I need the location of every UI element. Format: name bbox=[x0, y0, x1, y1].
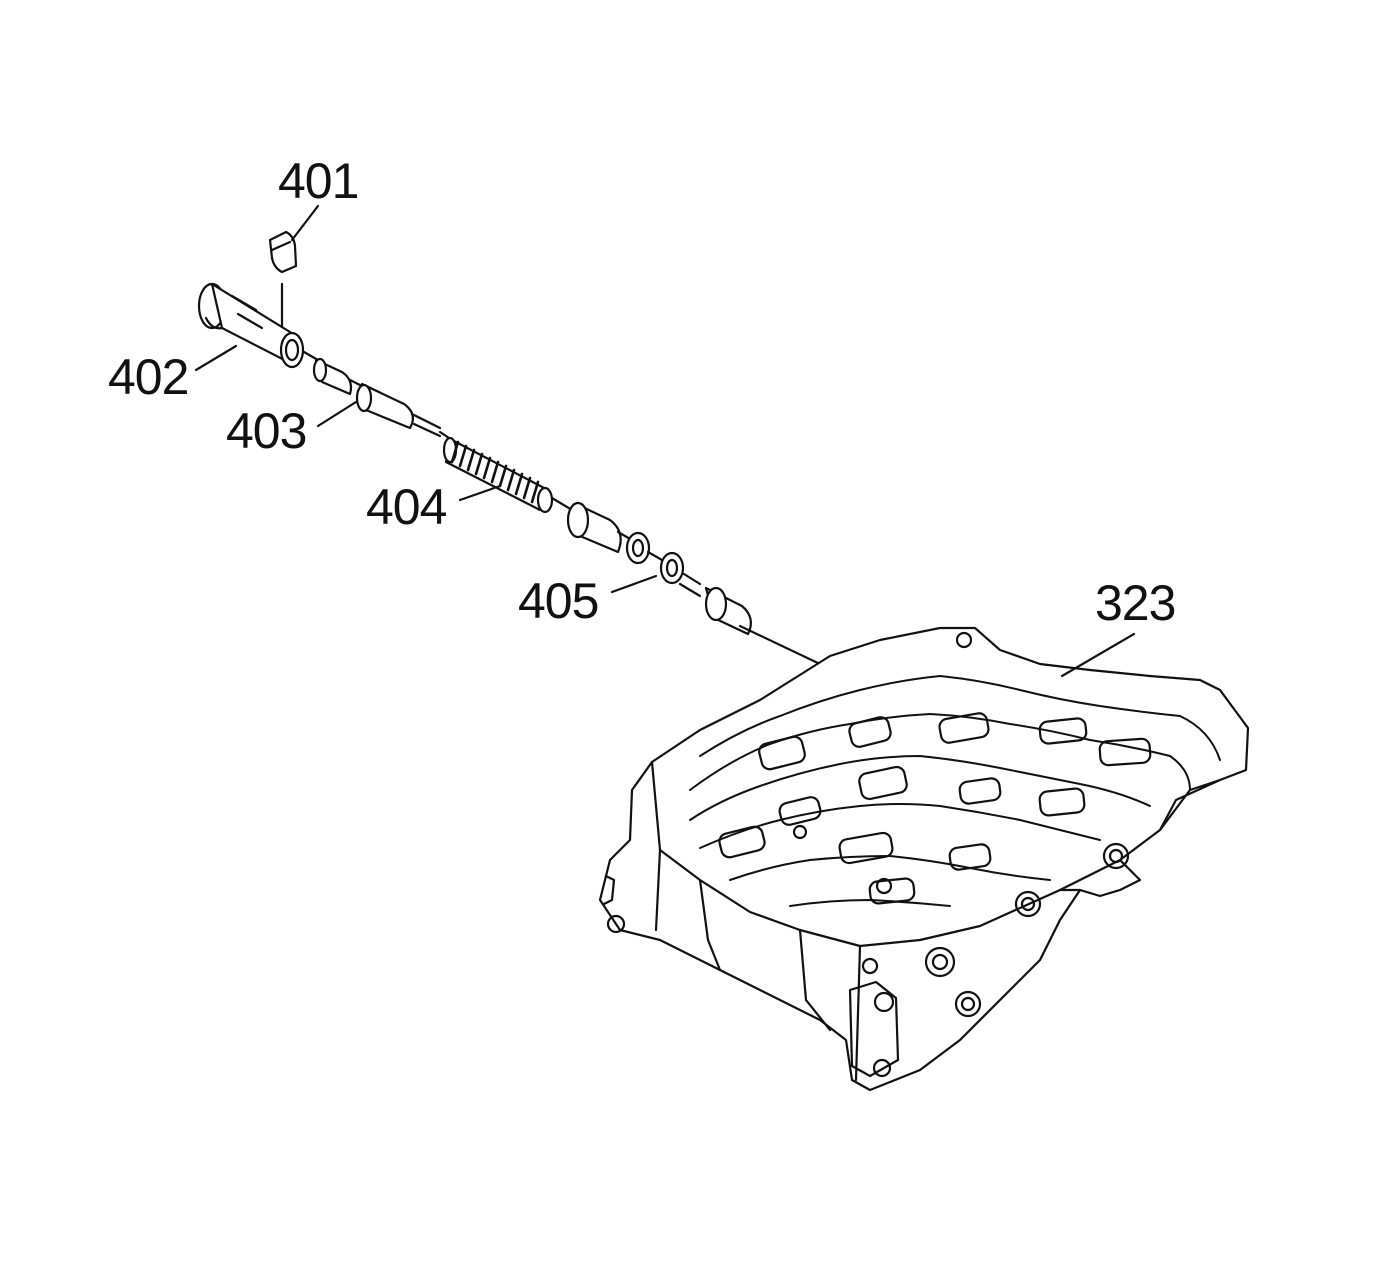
axis-line bbox=[550, 496, 574, 512]
callout-401: 401 bbox=[278, 153, 359, 209]
axis-line bbox=[302, 350, 320, 362]
leader-404 bbox=[458, 484, 502, 502]
callout-403: 403 bbox=[226, 403, 307, 459]
axis-line bbox=[738, 624, 822, 666]
part-404-spring bbox=[442, 436, 554, 514]
leader-323 bbox=[1060, 632, 1136, 678]
part-403-valve bbox=[312, 357, 442, 438]
part-405-valve-spool bbox=[566, 501, 753, 636]
callout-323: 323 bbox=[1095, 575, 1176, 631]
leader-401 bbox=[290, 204, 320, 242]
leader-405 bbox=[610, 574, 658, 594]
part-323-valve-body bbox=[598, 626, 1250, 1092]
callout-404: 404 bbox=[366, 479, 447, 535]
callout-405: 405 bbox=[518, 573, 599, 629]
leader-402 bbox=[194, 344, 238, 372]
part-401-retainer-clip bbox=[268, 230, 298, 274]
callout-402: 402 bbox=[108, 349, 189, 405]
leader-403 bbox=[316, 400, 358, 428]
part-402-bore-plug bbox=[197, 282, 305, 369]
